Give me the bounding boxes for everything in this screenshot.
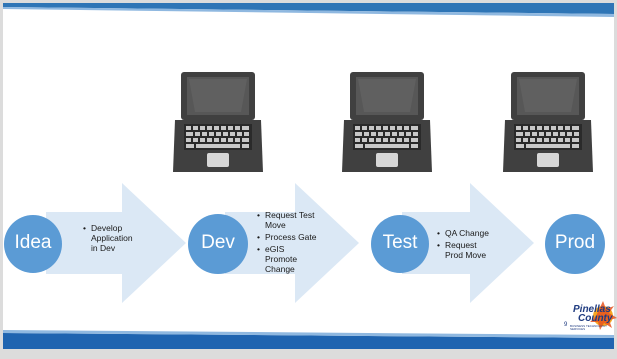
stage-circle-prod	[545, 214, 605, 274]
laptop-icon	[503, 72, 593, 172]
stage-label-idea: Idea	[14, 232, 52, 253]
logo-line1: Pinellas	[573, 304, 611, 315]
stage-circle-dev	[188, 214, 248, 274]
idea-bullet-list: Develop Application in Dev	[83, 223, 153, 253]
pinellas-county-logo-icon	[590, 301, 617, 330]
logo-tagline: BUSINESS TECHNOLOGY SERVICES	[570, 324, 607, 331]
logo-line2: County	[578, 313, 613, 324]
laptop-icon	[173, 72, 263, 172]
test-bullet-list: QA Change Request Prod Move	[437, 228, 512, 260]
idea-bullet: Develop Application in Dev	[83, 223, 153, 253]
page-number: 9	[564, 322, 568, 328]
dev-bullet-list: Request Test Move Process Gate eGIS Prom…	[257, 210, 327, 274]
laptop-icon	[342, 72, 432, 172]
stage-circle-idea	[4, 215, 62, 273]
bottom-accent-bar	[3, 333, 614, 349]
test-bullet: QA Change	[437, 228, 512, 238]
stage-label-prod: Prod	[554, 232, 596, 253]
stage-label-dev: Dev	[201, 232, 235, 253]
slide-background	[3, 3, 614, 349]
dev-bullet: Request Test Move	[257, 210, 327, 230]
top-accent-bar	[3, 3, 614, 14]
bottom-accent-stripe	[3, 330, 614, 338]
dev-bullet: Process Gate	[257, 232, 327, 242]
dev-bullet: eGIS Promote Change	[257, 244, 327, 274]
stage-label-test: Test	[382, 232, 418, 253]
stage-circle-test	[371, 215, 429, 273]
top-accent-stripe	[3, 7, 614, 17]
test-bullet: Request Prod Move	[437, 240, 512, 260]
